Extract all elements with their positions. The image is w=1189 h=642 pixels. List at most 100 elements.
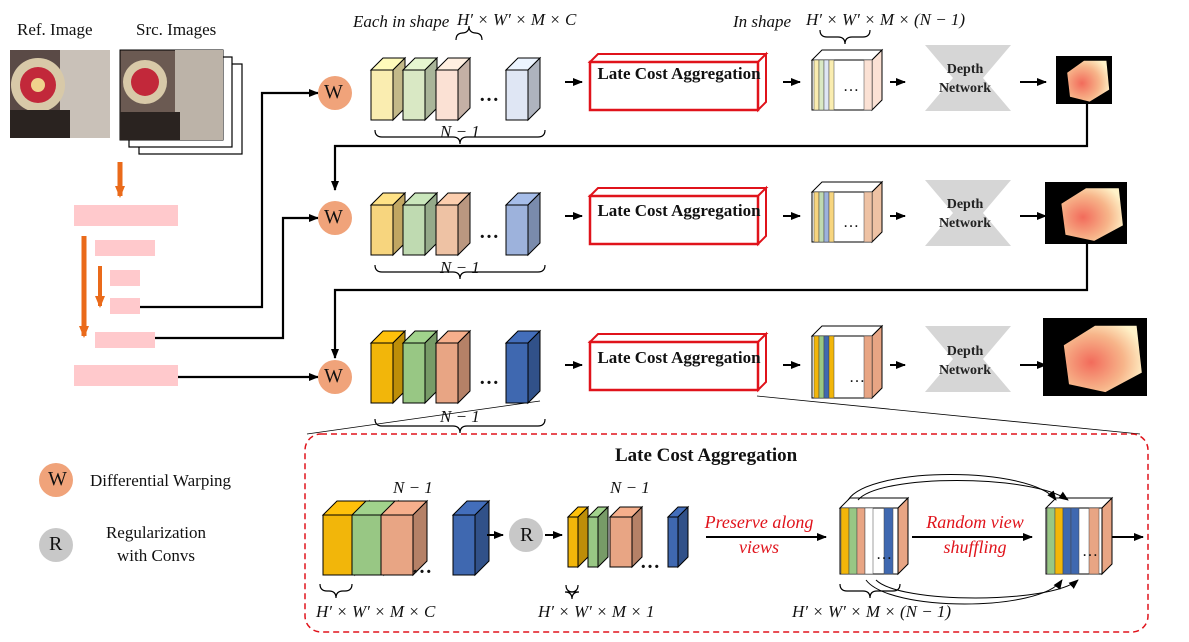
src-images-label: Src. Images bbox=[136, 20, 217, 39]
detail-n-label-1: N − 1 bbox=[393, 478, 433, 497]
preserve-label: Preserve along views bbox=[704, 512, 814, 557]
shuffle-label: Random view shuffling bbox=[926, 512, 1024, 557]
row3-stack-ellipsis: … bbox=[849, 369, 865, 386]
detail-stack-1-blue bbox=[883, 507, 894, 575]
feature-volume-2-d bbox=[504, 191, 542, 257]
each-in-shape-label: Each in shape bbox=[353, 12, 450, 31]
feature-volume-1-d bbox=[504, 56, 542, 122]
legend-reg-label: Regularization with Convs bbox=[105, 523, 207, 565]
row1-cost-stack bbox=[810, 48, 884, 112]
zoom-line-right bbox=[756, 395, 1141, 435]
ref-image-label: Ref. Image bbox=[17, 20, 93, 39]
row2-block-label: Late Cost Aggregation bbox=[597, 201, 761, 220]
feature-volume-1-a bbox=[369, 56, 407, 122]
detail-ellipsis-4: … bbox=[1082, 543, 1098, 560]
detail-shape-2: H′ × W′ × M × 1 bbox=[538, 602, 655, 621]
row1-block-label: Late Cost Aggregation bbox=[597, 64, 761, 83]
legend-warp-label: Differential Warping bbox=[90, 471, 232, 490]
feature-volume-3-a bbox=[369, 329, 407, 405]
row-connectors bbox=[331, 104, 1089, 359]
row3-depth-map bbox=[1043, 318, 1147, 396]
warp-node-1 bbox=[318, 76, 352, 110]
feature-volume-3-b bbox=[401, 329, 439, 405]
detail-box bbox=[304, 433, 1149, 633]
warp-node-3 bbox=[318, 360, 352, 394]
detail-stack-2-orange bbox=[1088, 507, 1100, 575]
row2-depth-map bbox=[1045, 182, 1127, 244]
detail-thin-d bbox=[666, 505, 690, 569]
detail-title: Late Cost Aggregation bbox=[615, 445, 798, 466]
src-images-stack bbox=[119, 49, 243, 155]
detail-brace-2 bbox=[564, 584, 580, 600]
warp-node-2 bbox=[318, 201, 352, 235]
warp-symbol-row2: W bbox=[324, 206, 343, 228]
feature-volume-1-b bbox=[401, 56, 439, 122]
detail-ellipsis-3: … bbox=[876, 546, 892, 563]
detail-shape-1: H′ × W′ × M × C bbox=[316, 602, 436, 621]
detail-n-label-2: N − 1 bbox=[610, 478, 650, 497]
legend-warp-circle bbox=[39, 463, 73, 497]
row1-brace bbox=[374, 129, 546, 145]
in-shape-label: In shape bbox=[733, 12, 792, 31]
feature-volume-2-b bbox=[401, 191, 439, 257]
legend-reg-symbol: R bbox=[49, 533, 63, 555]
detail-ellipsis-1: … bbox=[412, 556, 432, 578]
reg-symbol-detail: R bbox=[520, 524, 534, 546]
each-in-shape-math: H′ × W′ × M × C bbox=[457, 10, 577, 29]
row3-block-label: Late Cost Aggregation bbox=[597, 348, 761, 367]
row3-block-front bbox=[588, 340, 760, 392]
warp-symbol-row3: W bbox=[324, 365, 343, 387]
detail-vol-d bbox=[451, 499, 491, 577]
zoom-line-left bbox=[306, 400, 541, 435]
feature-row-2 bbox=[318, 180, 1127, 280]
row2-depth-label: Depth Network bbox=[938, 197, 992, 231]
row1-ellipsis: … bbox=[479, 84, 499, 106]
feature-volume-1-c bbox=[434, 56, 472, 122]
feature-volume-2-a bbox=[369, 191, 407, 257]
top-each-brace bbox=[455, 25, 483, 41]
detail-stack-1 bbox=[838, 496, 910, 576]
detail-thin-c bbox=[608, 505, 644, 569]
in-shape-math: H′ × W′ × M × (N − 1) bbox=[806, 10, 966, 29]
row1-depth-label: Depth Network bbox=[938, 62, 992, 96]
legend-reg-circle bbox=[39, 528, 73, 562]
row1-stack-ellipsis: … bbox=[843, 78, 859, 95]
row2-block-front bbox=[588, 194, 760, 246]
detail-thin-b bbox=[586, 505, 610, 569]
detail-vol-c bbox=[379, 499, 429, 577]
row3-depth-label: Depth Network bbox=[938, 344, 992, 378]
row2-cost-stack bbox=[810, 180, 884, 244]
row1-depth-network bbox=[925, 45, 1011, 111]
feature-row-3 bbox=[318, 318, 1147, 434]
feature-volume-2-c bbox=[434, 191, 472, 257]
detail-stack-2 bbox=[1044, 496, 1114, 576]
row3-ellipsis: … bbox=[479, 367, 499, 389]
detail-brace-1 bbox=[319, 583, 353, 599]
feature-volume-3-d bbox=[504, 329, 542, 405]
row2-n-label: N − 1 bbox=[440, 258, 480, 277]
detail-shape-3: H′ × W′ × M × (N − 1) bbox=[792, 602, 952, 621]
row1-top-brace bbox=[819, 29, 871, 45]
row3-brace bbox=[374, 418, 546, 434]
row1-depth-map bbox=[1056, 56, 1112, 104]
reg-node bbox=[509, 518, 543, 552]
detail-brace-3 bbox=[839, 583, 901, 599]
row2-ellipsis: … bbox=[479, 221, 499, 243]
detail-ellipsis-2: … bbox=[640, 551, 660, 573]
row1-n-label: N − 1 bbox=[440, 122, 480, 141]
pyramid-connectors bbox=[140, 89, 319, 381]
legend-warp-symbol: W bbox=[48, 468, 67, 490]
row1-block-front bbox=[588, 60, 760, 112]
row2-depth-network bbox=[925, 180, 1011, 246]
row2-stack-ellipsis: … bbox=[843, 214, 859, 231]
feature-pyramid bbox=[74, 205, 178, 386]
feature-row-1 bbox=[318, 29, 1112, 145]
shuffle-curve-4 bbox=[875, 579, 1079, 599]
row3-cost-stack bbox=[810, 324, 884, 400]
row3-depth-network bbox=[925, 326, 1011, 392]
ref-image bbox=[10, 50, 110, 138]
detail-thin-a bbox=[566, 505, 590, 569]
warp-symbol-row1: W bbox=[324, 81, 343, 103]
